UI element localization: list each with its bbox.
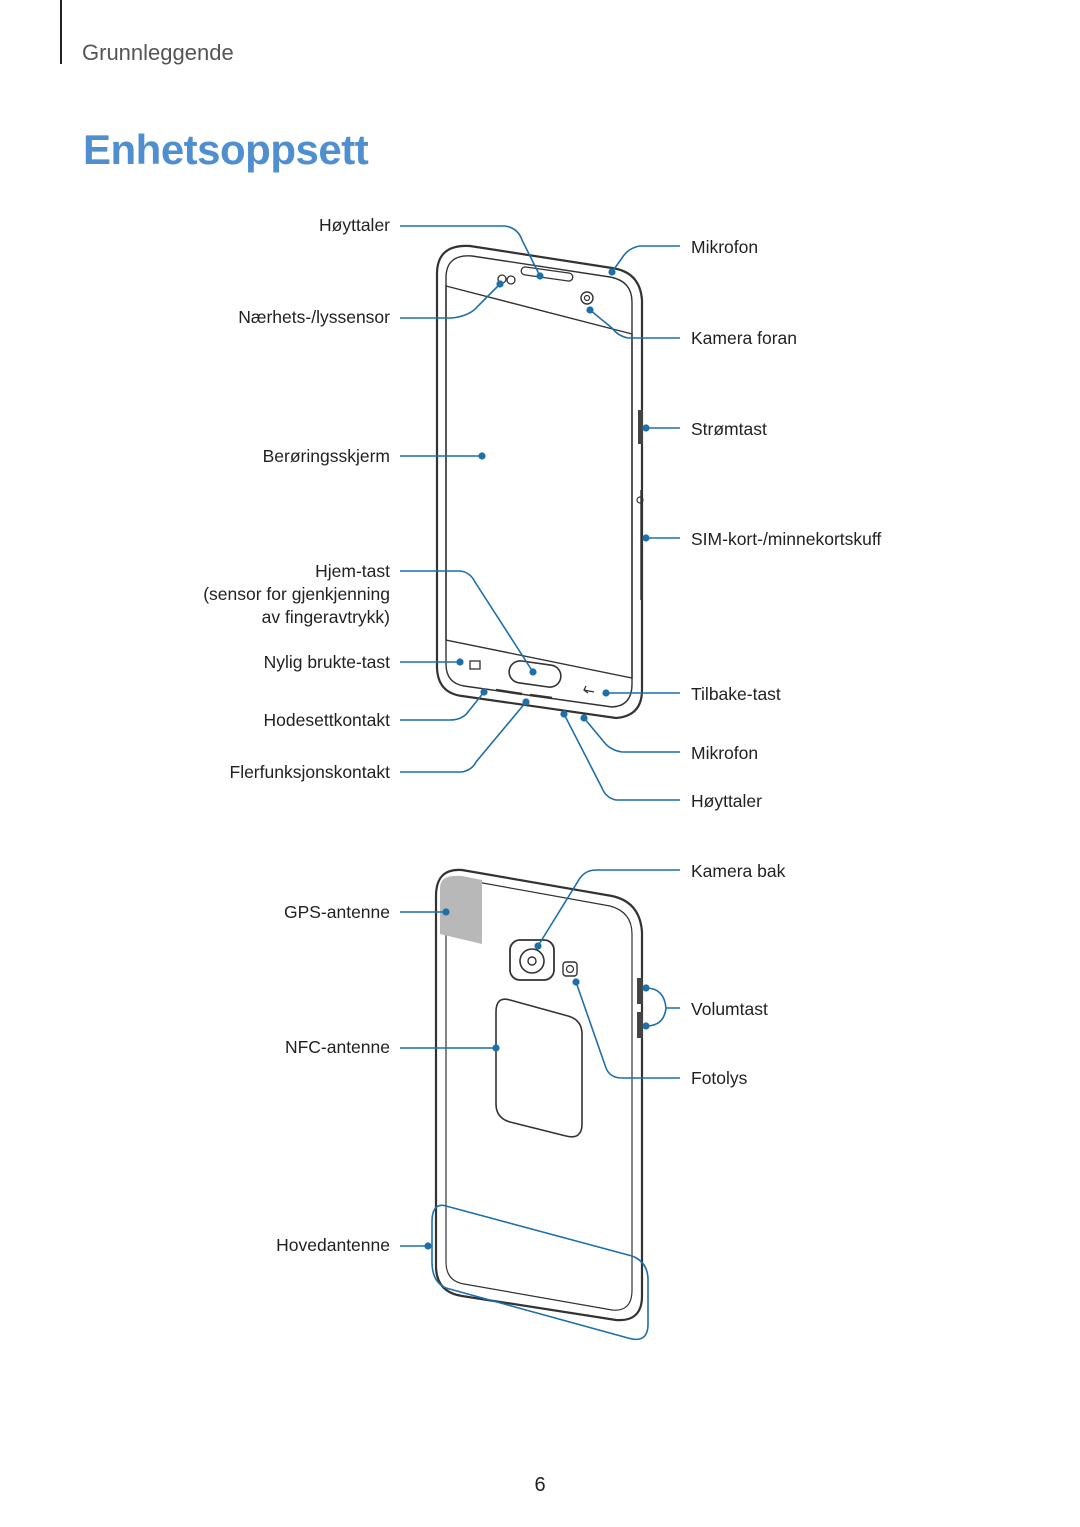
recent-key-shape xyxy=(469,660,481,670)
label-back-key: Tilbake-tast xyxy=(691,684,781,704)
rear-camera-lens xyxy=(519,948,545,974)
label-headset-jack: Hodesettkontakt xyxy=(263,710,390,730)
label-touchscreen: Berøringsskjerm xyxy=(262,446,390,466)
volume-up-shape xyxy=(637,978,643,1004)
label-sim-tray: SIM-kort-/minnekortskuff xyxy=(691,529,882,549)
callout-line-rear-camera xyxy=(537,869,680,947)
back-callout-dots xyxy=(424,908,650,1250)
callout-line-speaker-bottom xyxy=(563,713,680,801)
nfc-antenna-area xyxy=(495,998,583,1138)
back-callouts xyxy=(400,869,680,1341)
earpiece-grille xyxy=(520,266,574,282)
callout-line-proximity xyxy=(400,283,501,319)
label-home-key-note-2: av fingeravtrykk) xyxy=(261,607,390,627)
label-speaker-top: Høyttaler xyxy=(319,215,390,235)
power-key-shape xyxy=(638,410,643,444)
label-power-key: Strømtast xyxy=(691,419,767,439)
front-callouts xyxy=(400,225,680,801)
home-key-shape xyxy=(508,660,562,688)
label-mic-bottom: Mikrofon xyxy=(691,743,759,763)
main-antenna-outline xyxy=(431,1204,649,1341)
page-title: Enhetsoppsett xyxy=(83,126,369,173)
label-mic-top: Mikrofon xyxy=(691,237,759,257)
flash-shape xyxy=(562,961,578,977)
phone-back xyxy=(434,868,644,1322)
volume-down-shape xyxy=(637,1012,643,1038)
label-nfc-antenna: NFC-antenne xyxy=(284,1037,390,1057)
label-front-camera: Kamera foran xyxy=(691,328,798,348)
section-title: Grunnleggende xyxy=(82,40,234,65)
label-volume-key: Volumtast xyxy=(691,999,768,1019)
rear-camera-housing xyxy=(509,939,555,981)
front-camera-lens xyxy=(580,291,594,305)
page-number: 6 xyxy=(534,1474,546,1496)
callout-line-multipurpose xyxy=(400,701,527,773)
section-rule xyxy=(60,0,62,64)
label-home-key-note-1: (sensor for gjenkjenning xyxy=(203,584,390,604)
label-proximity-sensor: Nærhets-/lyssensor xyxy=(238,307,390,327)
front-body xyxy=(435,244,644,720)
back-body xyxy=(434,868,644,1322)
callout-line-speaker-top xyxy=(400,225,541,277)
callout-line-headset xyxy=(400,691,485,721)
callout-line-home xyxy=(400,570,534,673)
callout-line-mic-bottom xyxy=(583,717,680,753)
label-multipurpose-jack: Flerfunksjonskontakt xyxy=(229,762,391,782)
phone-front xyxy=(435,244,644,720)
label-rear-camera: Kamera bak xyxy=(691,861,786,881)
front-screen xyxy=(445,285,633,679)
callout-line-flash xyxy=(575,981,680,1079)
front-inner xyxy=(445,255,633,708)
gps-antenna-area xyxy=(440,875,482,944)
callout-line-volume xyxy=(645,987,680,1027)
front-callout-dots xyxy=(456,268,650,722)
proximity-sensor-right xyxy=(506,275,516,285)
bottom-edge-details xyxy=(495,688,553,700)
back-key-shape xyxy=(583,685,595,694)
label-recent-key: Nylig brukte-tast xyxy=(263,652,390,672)
callout-line-mic-top xyxy=(611,245,680,273)
callout-line-front-camera xyxy=(589,309,680,339)
label-home-key: Hjem-tast xyxy=(315,561,390,581)
label-speaker-bottom: Høyttaler xyxy=(691,791,762,811)
label-flash: Fotolys xyxy=(691,1068,748,1088)
label-main-antenna: Hovedantenne xyxy=(276,1235,390,1255)
label-gps-antenna: GPS-antenne xyxy=(283,902,390,922)
